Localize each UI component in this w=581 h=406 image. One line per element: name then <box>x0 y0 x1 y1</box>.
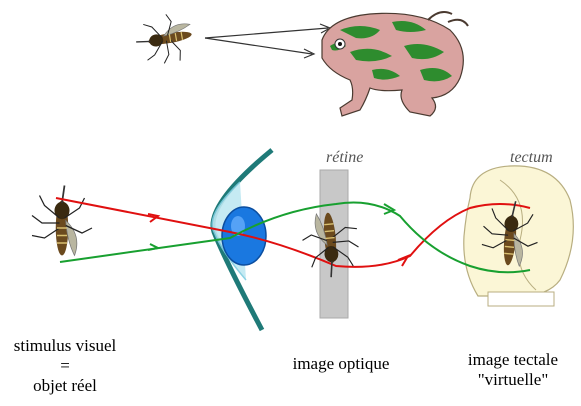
tectale-label-line2: "virtuelle" <box>448 370 578 390</box>
frog-icon <box>322 12 468 116</box>
tectum-label: tectum <box>510 148 574 168</box>
mosquito-icon <box>32 186 92 256</box>
sight-arrows <box>205 24 330 58</box>
stimulus-label-line2: = <box>0 356 130 376</box>
red-ray <box>56 198 530 267</box>
image-optique-label: image optique <box>276 354 406 374</box>
stimulus-label-line1: stimulus visuel <box>0 336 130 356</box>
stimulus-label-line3: objet réel <box>0 376 130 396</box>
tectum-icon <box>464 166 574 306</box>
retine-label: rétine <box>326 148 386 168</box>
mosquito-icon <box>132 11 195 68</box>
tectale-label-line1: image tectale <box>448 350 578 370</box>
